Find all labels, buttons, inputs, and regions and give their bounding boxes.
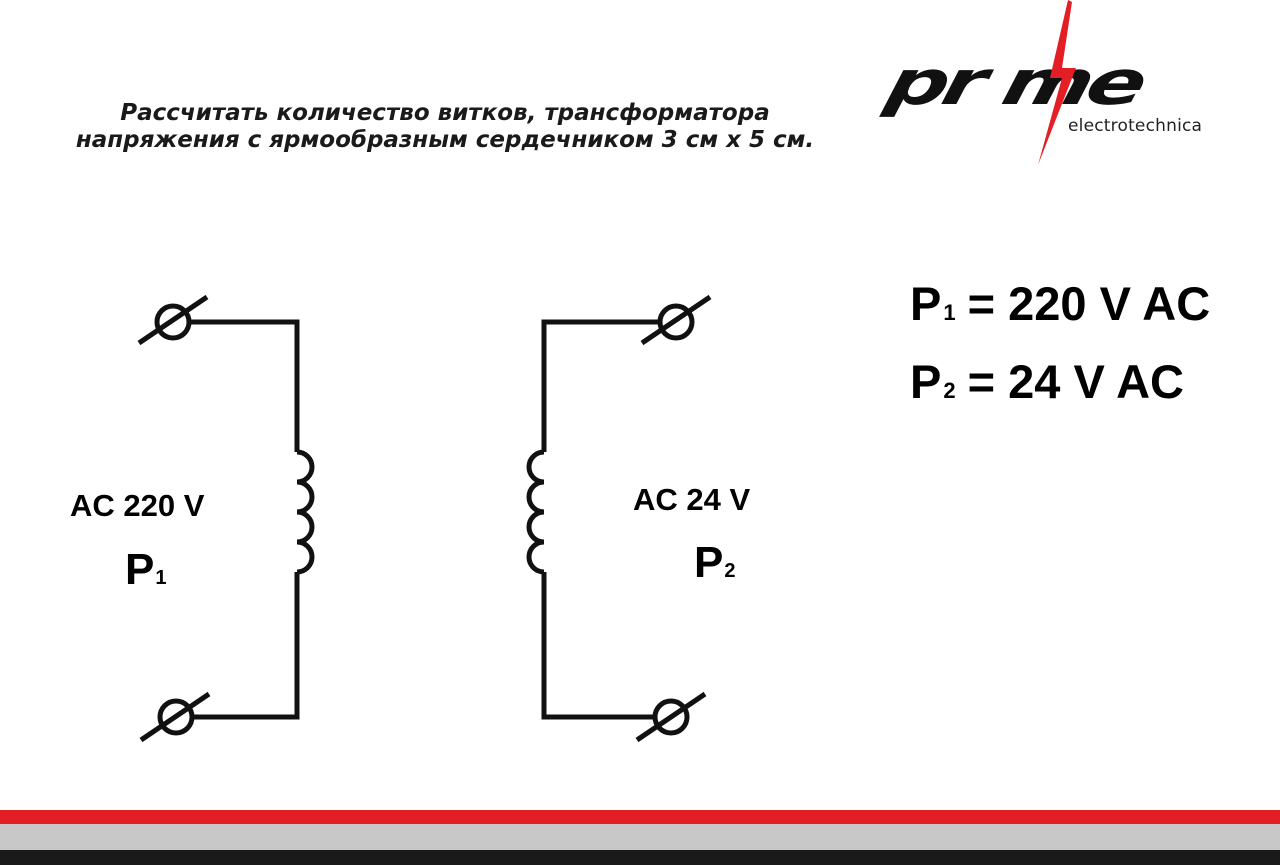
- secondary-bottom-terminal-slash: [635, 691, 707, 743]
- secondary-top-wire: [541, 319, 659, 452]
- secondary-winding: [526, 294, 712, 743]
- primary-top-terminal: [154, 303, 192, 341]
- primary-coil: [296, 449, 315, 575]
- equation-primary: P1= 220 V AC: [910, 277, 1211, 330]
- title-line-1: Рассчитать количество витков, трансформа…: [120, 100, 770, 126]
- footer-stripe-gray: [0, 824, 1280, 850]
- logo-subtitle: electrotechnica: [1068, 116, 1203, 136]
- secondary-voltage-label: AC 24 V: [633, 482, 751, 517]
- secondary-top-terminal: [657, 303, 695, 341]
- secondary-name-label: P2: [694, 538, 736, 587]
- secondary-top-terminal-slash: [640, 294, 712, 346]
- title-line-2: напряжения с ярмообразным сердечником 3 …: [75, 127, 815, 153]
- secondary-coil: [526, 449, 545, 575]
- secondary-bottom-wire: [541, 572, 654, 720]
- primary-voltage-label: AC 220 V: [70, 488, 205, 523]
- primary-top-wire: [190, 319, 300, 452]
- footer-stripe-black: [0, 850, 1280, 865]
- primary-winding: [137, 294, 315, 743]
- primary-bottom-wire: [193, 572, 300, 720]
- equation-secondary: P2= 24 V AC: [910, 355, 1184, 408]
- primary-top-terminal-slash: [137, 294, 209, 346]
- brand-logo: pr me electrotechnica: [879, 0, 1230, 170]
- primary-bottom-terminal: [157, 698, 195, 736]
- primary-name-label: P1: [125, 545, 167, 594]
- lightning-bolt-icon: [1038, 0, 1076, 165]
- secondary-bottom-terminal: [652, 698, 690, 736]
- page-title: Рассчитать количество витков, трансформа…: [0, 100, 890, 154]
- primary-bottom-terminal-slash: [139, 691, 211, 743]
- footer-stripe-red: [0, 810, 1280, 824]
